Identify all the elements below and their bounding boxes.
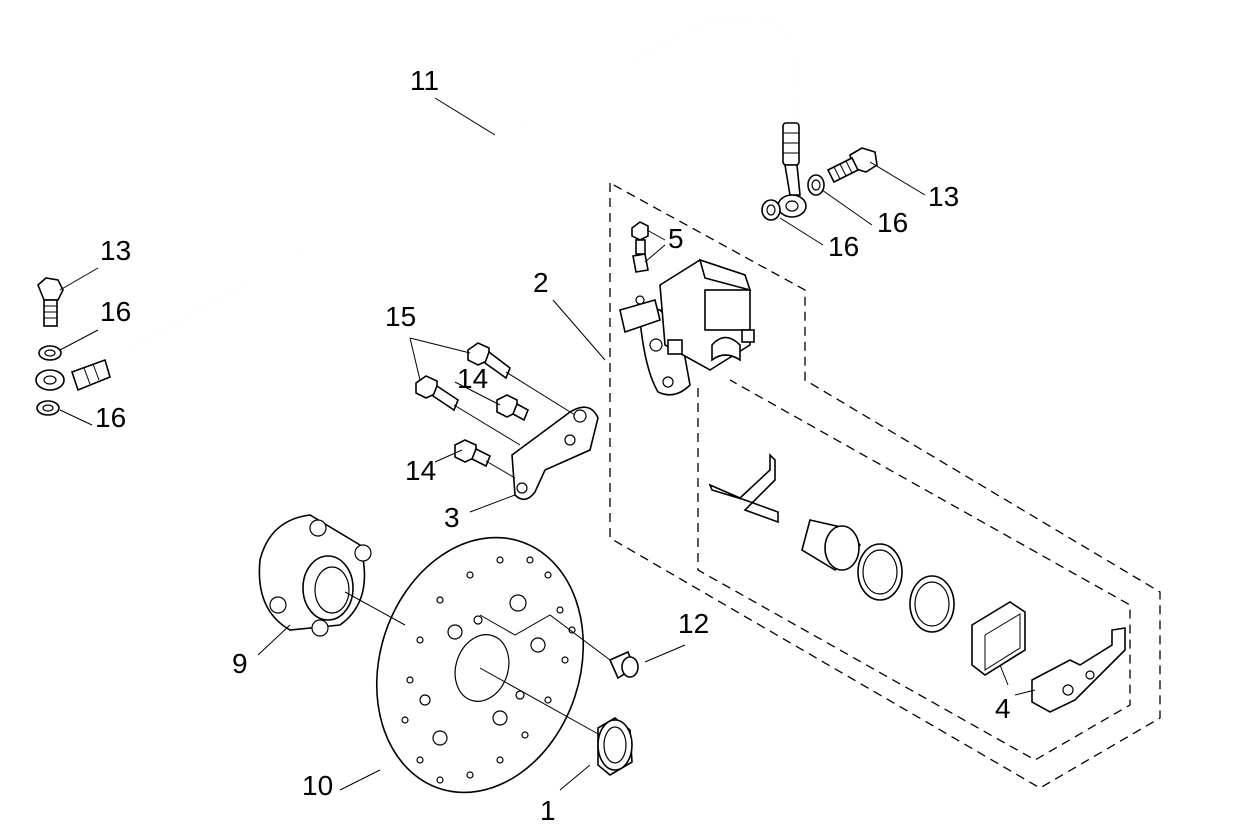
brake-pad: [971, 601, 1026, 676]
bolt-leader: [505, 371, 576, 416]
seal-ring-2: [909, 575, 955, 633]
callout-14-upper: 14: [457, 363, 488, 394]
caliper-kit-outline: [697, 379, 1131, 761]
callout-5: 5: [668, 223, 684, 254]
callout-13-left: 13: [100, 235, 131, 266]
disc-bolt: [608, 650, 639, 680]
seal-ring-1: [857, 543, 903, 601]
callout-16-right-upper: 16: [877, 207, 908, 238]
callout-16-left-upper: 16: [100, 296, 131, 327]
callout-13-right: 13: [928, 181, 959, 212]
callout-9: 9: [232, 648, 248, 679]
callout-4: 4: [995, 693, 1011, 724]
bracket-bolt-short: [496, 394, 530, 422]
caliper-bracket: [511, 406, 599, 501]
assembly-axis-lines: [344, 591, 611, 736]
left-washer-lower: [36, 400, 60, 416]
left-banjo-bolt: [37, 277, 64, 327]
pad-spring: [708, 453, 779, 524]
callout-11: 11: [410, 65, 439, 96]
callout-leaders: [59, 97, 1036, 791]
right-banjo-bolt: [826, 147, 878, 184]
callout-12: 12: [678, 608, 709, 639]
brake-disc: [375, 536, 585, 794]
left-washer-upper: [38, 345, 62, 361]
right-washer-outer: [807, 174, 825, 196]
bleeder-screw: [631, 221, 649, 305]
pad-plate: [1031, 627, 1126, 713]
callout-10: 10: [302, 770, 333, 801]
bracket-bolt-upper: [467, 342, 511, 380]
bolt-leader: [453, 404, 521, 446]
right-washer-inner: [761, 199, 781, 221]
callout-15: 15: [385, 301, 416, 332]
callout-1: 1: [540, 795, 556, 826]
caliper-assembly-outline: [609, 181, 1161, 789]
callout-labels: 1 2 3 4 5 9 10 11 12 13 13 14 14 15 16 1…: [95, 65, 1011, 826]
callout-16-left-lower: 16: [95, 402, 126, 433]
callout-2: 2: [533, 267, 549, 298]
caliper: [619, 258, 755, 396]
bolt-leader: [485, 460, 516, 479]
piston: [801, 519, 862, 572]
callout-14-lower: 14: [405, 455, 436, 486]
spacer-collar: [597, 717, 633, 776]
hub-flange: [258, 514, 372, 637]
bracket-bolt-left: [415, 375, 459, 412]
bracket-bolt-lower: [454, 439, 492, 468]
callout-3: 3: [444, 502, 460, 533]
callout-16-right-lower: 16: [828, 231, 859, 262]
